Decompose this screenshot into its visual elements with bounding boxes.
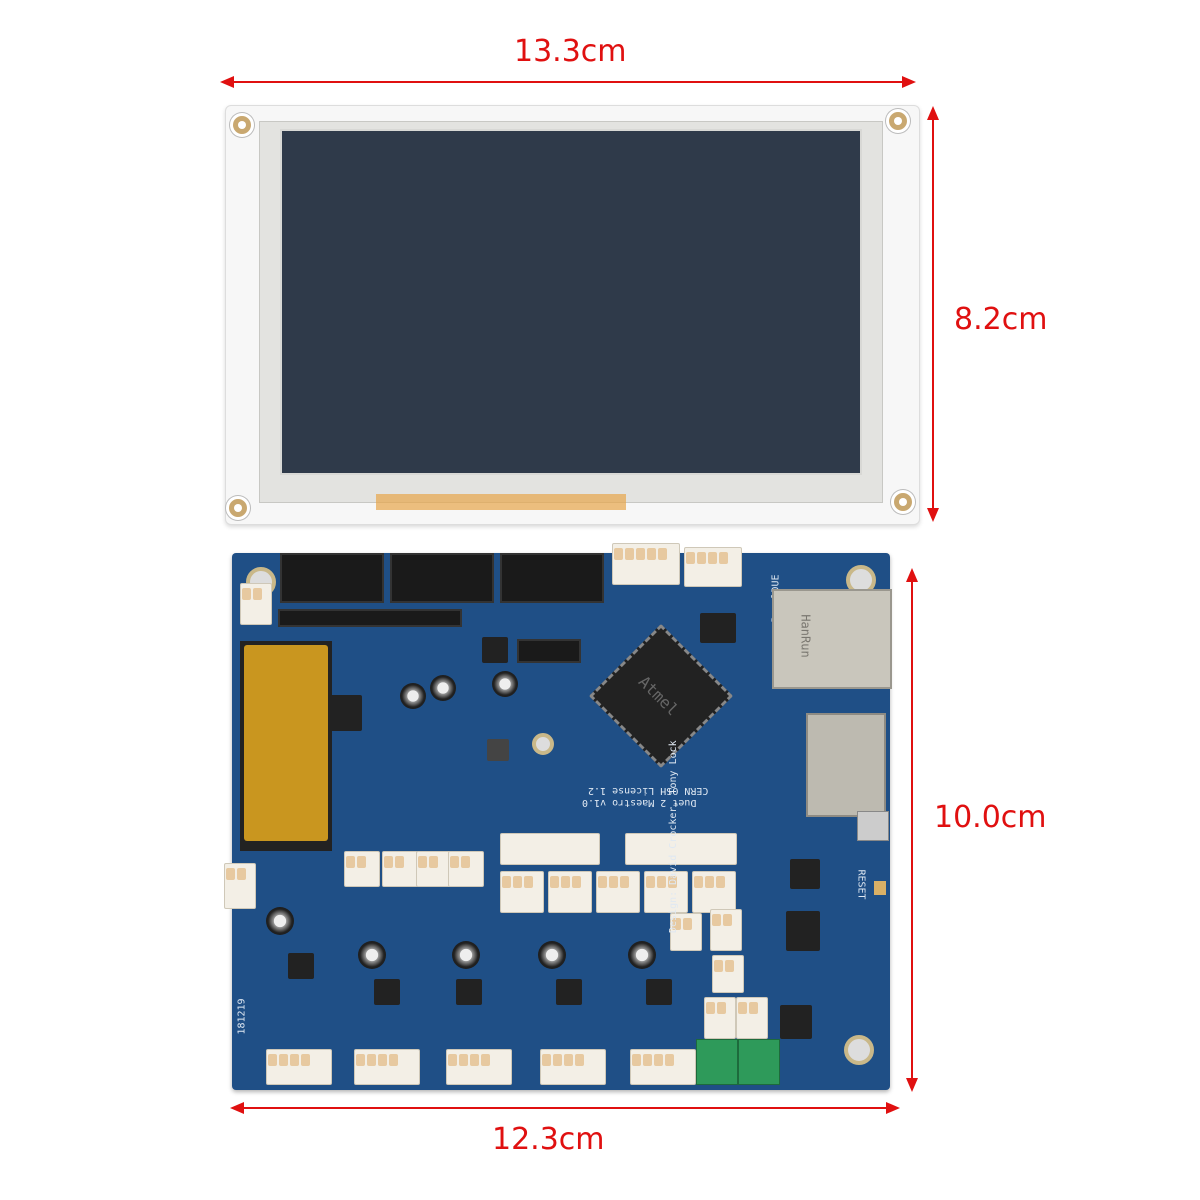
stepper-driver xyxy=(288,953,314,979)
stepper-driver xyxy=(556,979,582,1005)
reset-button[interactable] xyxy=(874,881,886,895)
green-terminal xyxy=(696,1039,738,1085)
regulator xyxy=(780,1005,812,1039)
connector xyxy=(382,851,418,887)
capacitor xyxy=(538,941,566,969)
connector xyxy=(500,833,600,865)
arrow-left-icon xyxy=(220,76,234,88)
stepper-driver xyxy=(374,979,400,1005)
arrow-right-icon xyxy=(886,1102,900,1114)
chip xyxy=(482,637,508,663)
display-width-label: 13.3cm xyxy=(514,34,627,69)
board-width-arrow xyxy=(240,1107,890,1109)
license-text: CERN OSH License 1.2 xyxy=(588,785,709,796)
board-height-label: 10.0cm xyxy=(934,800,1047,835)
ribbon-header xyxy=(390,553,494,603)
ribbon-header xyxy=(500,553,604,603)
chip xyxy=(700,613,736,643)
green-terminal xyxy=(738,1039,780,1085)
mounting-hole xyxy=(532,733,554,755)
pin-header xyxy=(517,639,581,663)
mounting-hole xyxy=(226,496,250,520)
ethernet-jack: HanRun xyxy=(772,589,892,689)
ethernet-brand: HanRun xyxy=(798,614,813,658)
connector xyxy=(540,1049,606,1085)
terminal-cover xyxy=(244,645,328,841)
arrow-down-icon xyxy=(906,1078,918,1092)
usb-port xyxy=(857,811,889,841)
arrow-down-icon xyxy=(927,508,939,522)
connector xyxy=(736,997,768,1039)
arrow-up-icon xyxy=(927,106,939,120)
flex-cable xyxy=(376,494,626,510)
connector xyxy=(625,833,737,865)
board-name: Duet 2 Maestro v1.0 xyxy=(582,797,697,808)
capacitor xyxy=(430,675,456,701)
connector xyxy=(548,871,592,913)
arrow-right-icon xyxy=(902,76,916,88)
connector xyxy=(354,1049,420,1085)
duet-maestro-board: PanelDUE HanRun RESET Atmel xyxy=(224,543,892,1090)
display-height-arrow xyxy=(932,116,934,512)
paneldue-connector xyxy=(612,543,680,585)
ribbon-header xyxy=(280,553,384,603)
chip xyxy=(790,859,820,889)
capacitor xyxy=(452,941,480,969)
sd-card-slot xyxy=(806,713,886,817)
arrow-up-icon xyxy=(906,568,918,582)
stepper-driver xyxy=(646,979,672,1005)
capacitor xyxy=(492,671,518,697)
connector xyxy=(644,871,688,913)
serial-number: 181219 xyxy=(236,998,248,1035)
regulator xyxy=(786,911,820,951)
board-height-arrow xyxy=(911,578,913,1082)
connector xyxy=(344,851,380,887)
pin-header xyxy=(278,609,462,627)
connector xyxy=(224,863,256,909)
connector xyxy=(684,547,742,587)
connector xyxy=(596,871,640,913)
lcd-screen xyxy=(280,129,862,475)
mounting-hole xyxy=(844,1035,874,1065)
connector xyxy=(448,851,484,887)
connector xyxy=(240,583,272,625)
cpu-brand: Atmel xyxy=(634,671,683,720)
capacitor xyxy=(400,683,426,709)
capacitor xyxy=(628,941,656,969)
designers-text: Design: David Crocker, Tony Lock xyxy=(668,740,679,933)
reset-label: RESET xyxy=(855,869,867,900)
connector xyxy=(712,955,744,993)
connector xyxy=(500,871,544,913)
connector xyxy=(630,1049,696,1085)
connector xyxy=(710,909,742,951)
mounting-hole xyxy=(230,113,254,137)
connector xyxy=(446,1049,512,1085)
connector xyxy=(670,913,702,951)
display-width-arrow xyxy=(230,81,906,83)
atmel-cpu: Atmel xyxy=(588,623,734,769)
capacitor xyxy=(266,907,294,935)
stepper-driver xyxy=(456,979,482,1005)
connector xyxy=(416,851,452,887)
mounting-hole xyxy=(886,109,910,133)
capacitor xyxy=(358,941,386,969)
mounting-hole xyxy=(891,490,915,514)
inductor xyxy=(487,739,509,761)
connector xyxy=(704,997,736,1039)
regulator xyxy=(330,695,362,731)
connector xyxy=(266,1049,332,1085)
connector xyxy=(692,871,736,913)
power-terminal-block xyxy=(240,641,332,851)
paneldue-display xyxy=(225,105,920,525)
display-height-label: 8.2cm xyxy=(954,302,1048,337)
arrow-left-icon xyxy=(230,1102,244,1114)
board-width-label: 12.3cm xyxy=(492,1122,605,1157)
